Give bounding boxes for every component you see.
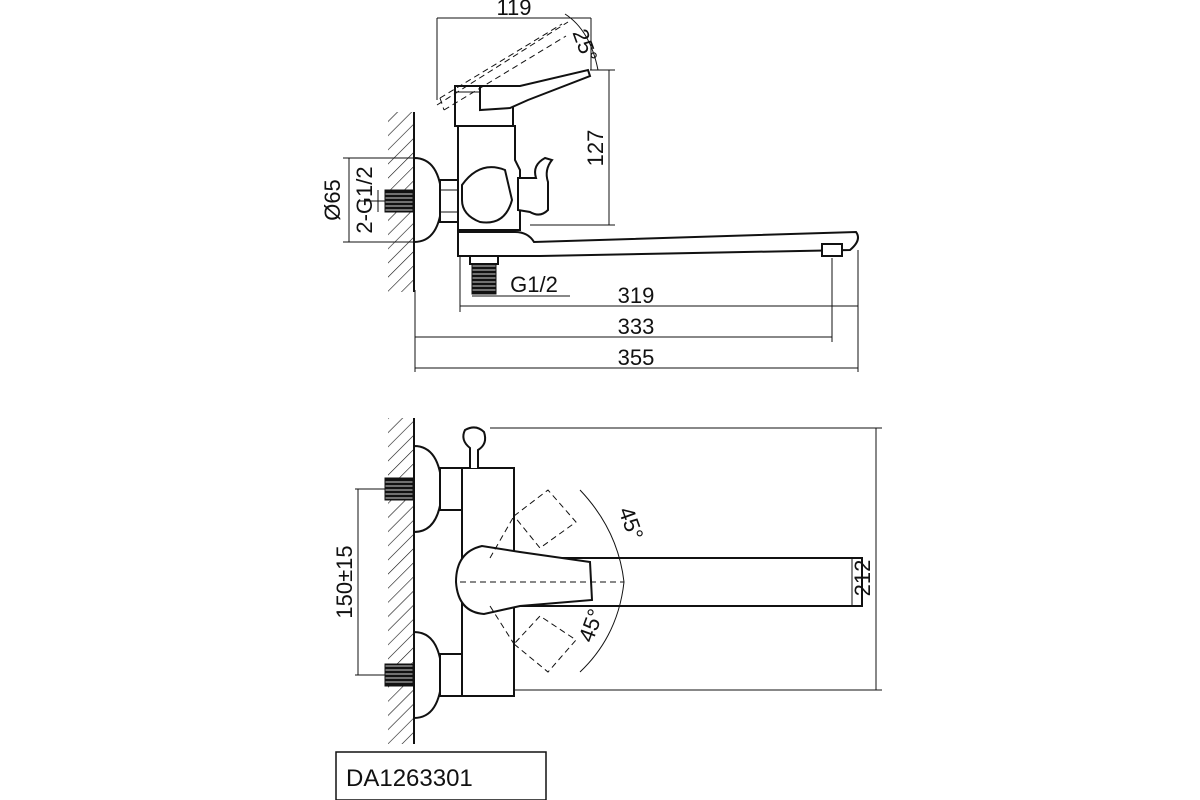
bottom-outlet — [469, 255, 499, 265]
diverter-recess — [461, 166, 514, 224]
dim-25-angle: 25° — [568, 26, 603, 66]
spout-side — [457, 230, 859, 257]
bottom-outlet-thread — [471, 263, 497, 295]
inlet-upper-top — [384, 477, 414, 501]
lever-handle-top — [454, 544, 594, 616]
dim-212: 212 — [850, 560, 875, 597]
dim-119: 119 — [496, 0, 531, 20]
dim-45-upper: 45° — [614, 504, 649, 544]
escutcheon-side — [413, 156, 444, 244]
wall-section-top — [388, 418, 415, 744]
lever-position-lower — [489, 605, 577, 673]
hex-nut-upper-top — [439, 467, 465, 511]
angle-arc-lower — [579, 581, 625, 673]
inlet-lower-top — [384, 663, 414, 687]
dim-diameter-65: Ø65 — [320, 179, 345, 221]
top-view: 150±15 45° 45° 212 — [332, 418, 882, 744]
lever-alt-position — [439, 23, 567, 111]
lever-position-upper — [489, 489, 577, 559]
side-view: 119 25° 127 Ø65 2-G1/2 G1/2 319 333 355 — [320, 0, 859, 372]
hex-nut-lower-top — [439, 653, 465, 697]
model-code: DA1263301 — [346, 765, 473, 792]
model-code-box: DA1263301 — [335, 751, 547, 800]
angle-arc-upper — [579, 489, 625, 583]
dim-319: 319 — [618, 283, 655, 308]
shower-holder-hook — [462, 426, 487, 468]
dimension-lines-side — [343, 13, 859, 372]
dim-333: 333 — [618, 314, 655, 339]
dim-150-15: 150±15 — [332, 545, 357, 618]
dim-g1-2: G1/2 — [510, 272, 558, 297]
dim-45-lower: 45° — [574, 606, 609, 646]
aerator-side — [821, 243, 843, 257]
escutcheon-lower-top — [413, 630, 444, 720]
diverter-knob — [517, 156, 554, 216]
dim-355: 355 — [618, 345, 655, 370]
dim-2-g1-2: 2-G1/2 — [352, 166, 377, 233]
dimension-lines-top — [355, 427, 882, 691]
dim-127: 127 — [583, 130, 608, 167]
lever-handle-side — [479, 68, 592, 112]
escutcheon-upper-top — [413, 444, 444, 534]
